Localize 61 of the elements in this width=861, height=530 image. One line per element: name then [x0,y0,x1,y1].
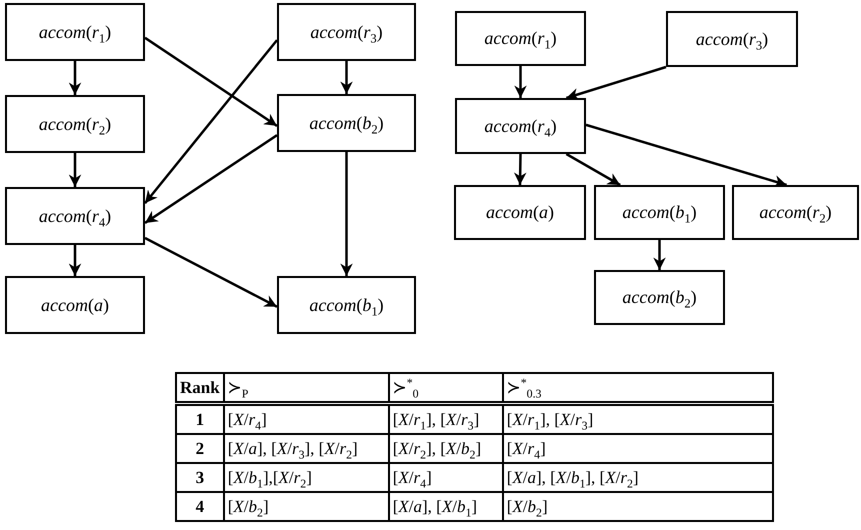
arrow [68,61,82,95]
node-label: accom(a) [486,202,554,223]
arrow [514,154,526,186]
node-label: accom(r$_{4}$) [38,206,112,226]
table-cell: [X/r$_{2}$], [X/b$_{2}$] [388,434,503,463]
arrow [340,152,353,276]
arrow [68,153,82,187]
rank-number: 2 [176,434,224,463]
node-label: accom(r$_{1}$) [38,22,112,42]
process-box [277,3,416,61]
node-label: accom(r$_{4}$) [484,116,557,136]
process-box [5,276,145,334]
process-box [455,11,586,66]
table-cell: [X/b$_{1}$],[X/r$_{2}$] [224,463,389,492]
table-cell: [X/a], [X/b$_{1}$], [X/r$_{2}$] [502,463,773,492]
arrow [144,36,278,127]
node-label: accom(r$_{3}$) [310,22,383,42]
table-cell: [X/r$_{4}$] [224,404,389,434]
rank-number: 1 [176,404,224,434]
process-box [594,185,725,240]
process-box [594,270,725,325]
column-header: Rank [176,373,224,404]
arrow [340,61,353,94]
arrow [144,134,278,224]
node-label: accom(b$_{1}$) [309,294,384,316]
node-label: accom(b$_{2}$) [309,112,384,134]
table-cell: [X/r$_{1}$], [X/r$_{3}$] [502,404,773,434]
table-cell: [X/r$_{1}$], [X/r$_{3}$] [388,404,503,434]
arrow [144,39,278,204]
process-box [455,98,586,154]
rank-number: 3 [176,463,224,492]
arrow [653,240,666,270]
arrow [586,124,787,188]
node-label: accom(r$_{2}$) [759,202,832,223]
arrow [68,245,82,276]
node-label: accom(r$_{2}$) [38,114,112,134]
node-label: accom(r$_{3}$) [696,28,768,50]
table-cell: [X/r$_{4}$] [502,434,773,463]
arrow [566,66,666,100]
table-cell: [X/b$_{2}$] [502,492,773,521]
table-cell: [X/a], [X/r$_{3}$], [X/r$_{2}$] [224,434,389,463]
node-label: accom(b$_{2}$) [622,287,697,308]
arrow [514,66,527,98]
node-label: accom(b$_{1}$) [622,202,697,223]
column-header: ≻$_{P}$ [224,373,389,404]
arrow [144,236,278,308]
process-box [5,3,145,61]
rank-number: 4 [176,492,224,521]
process-box [277,276,416,334]
arrow [566,152,621,186]
process-box [732,185,859,240]
process-box [5,95,145,153]
table-cell: [X/r$_{4}$] [388,463,503,492]
process-box [666,11,798,67]
process-box [5,187,145,245]
node-label: accom(r$_{1}$) [484,28,557,49]
table-cell: [X/a], [X/b$_{1}$] [388,492,503,521]
table-cell: [X/b$_{2}$] [224,492,389,521]
process-box [277,94,416,152]
process-box [454,185,586,240]
node-label: accom(a) [41,294,109,316]
